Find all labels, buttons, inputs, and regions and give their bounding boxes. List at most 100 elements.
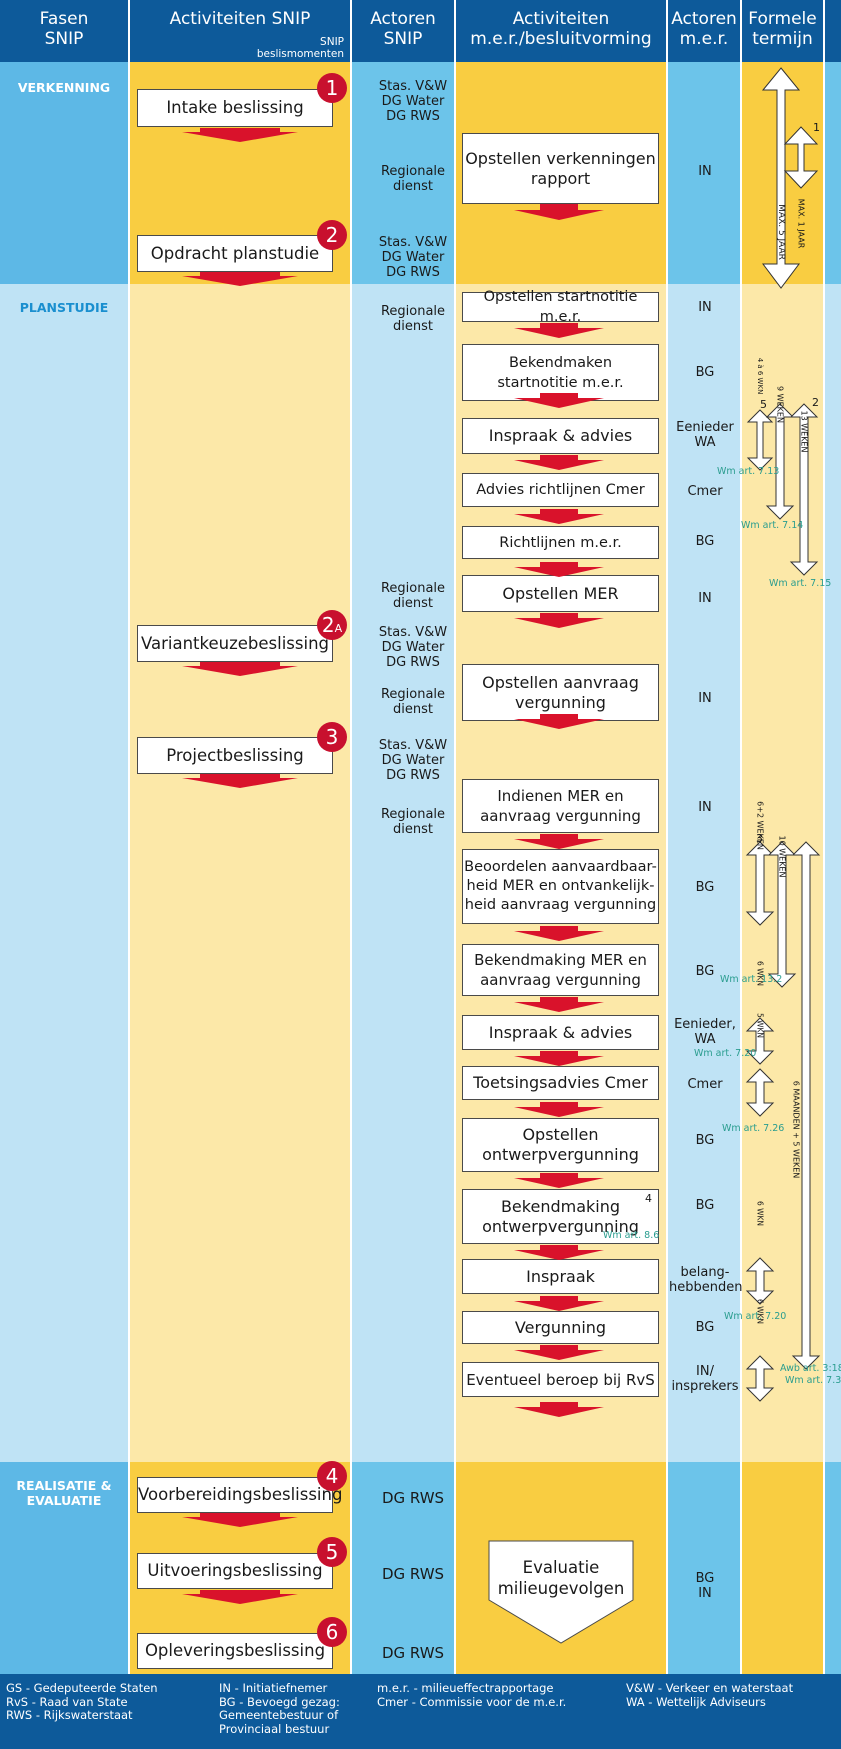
header-fasen: Fasen SNIP [0, 0, 128, 62]
termijn-label-6wkn-b: 6 WKN [755, 1200, 765, 1227]
mer-actor: BG [695, 1198, 715, 1213]
article-ref: Wm art. 8.6 [603, 1230, 660, 1241]
snip-badge-2: 2 [317, 220, 347, 250]
termijn-label-max5: MAX. 5 JAAR [776, 204, 786, 260]
mer-actor: IN [698, 691, 712, 706]
mer-evaluatie-shape [488, 1540, 634, 1644]
bg-actor-mer-planstudie [668, 284, 740, 1462]
phase-planstudie: PLANSTUDIE [19, 300, 109, 315]
mer-actor: BG [695, 964, 715, 979]
phase-verkenning: VERKENNING [17, 80, 111, 95]
mer-arrow [514, 455, 604, 470]
phase-realisatie: REALISATIE & EVALUATIE [16, 1478, 112, 1508]
bg-actor-snip-realisatie [352, 1462, 454, 1674]
termijn-label-6p2: 6+2 WEKEN [755, 801, 765, 850]
mer-opstellen-mer: Opstellen MER [462, 575, 659, 612]
mer-actor: Eenieder, WA [674, 1017, 736, 1047]
snip-badge-2a: 2A [317, 610, 347, 640]
bg-fasen-column [0, 62, 128, 1674]
snip-badge-2a-num: 2 [321, 613, 335, 637]
snip-actor: Stas. V&W DG Water DG RWS [378, 625, 448, 670]
mer-opstellen-verkenningen: Opstellen verkenningen rapport [462, 133, 659, 204]
snip-voorbereidingsbeslissing: Voorbereidingsbeslissing [137, 1477, 342, 1513]
snip-variantkeuzebeslissing: Variantkeuzebeslissing [137, 625, 333, 662]
termijn-label-6m: 6 MAANDEN + 5 WEKEN [791, 1080, 801, 1179]
termijn-arrow-13w [789, 403, 819, 576]
mer-bekendmaking-ontwerpvergunning: Bekendmaking ontwerpvergunning [462, 1189, 659, 1244]
mer-actor: Cmer [687, 1077, 723, 1092]
mer-arrow [514, 509, 604, 524]
mer-arrow [514, 323, 604, 338]
termijn-arrow-5wkn [745, 1068, 775, 1117]
termijn-num-2: 2 [812, 396, 819, 409]
mer-vergunning: Vergunning [462, 1311, 659, 1344]
article-ref: Wm art. 7.13 [717, 466, 780, 477]
article-ref: Wm art. 13.2 [720, 974, 783, 985]
bg-actor-snip-verkenning [352, 62, 454, 284]
snip-opdracht-planstudie: Opdracht planstudie [137, 235, 333, 272]
snip-projectbeslissing: Projectbeslissing [137, 737, 333, 774]
header-divider [128, 0, 130, 1674]
mer-actor: BG [695, 880, 715, 895]
snip-actor: Stas. V&W DG Water DG RWS [378, 79, 448, 124]
mer-arrows [514, 204, 604, 1417]
termijn-num-4: 4 [645, 1192, 652, 1205]
termijn-arrow-6wkn-b [745, 1257, 775, 1305]
header-divider [823, 0, 825, 1674]
snip-actor: Regionale dienst [380, 687, 446, 717]
mer-arrow [514, 204, 604, 220]
termijn-label-5wkn: 5 WKN [755, 1012, 765, 1039]
article-ref: Wm art. 7.20 [724, 1311, 787, 1322]
mer-toetsingsadvies: Toetsingsadvies Cmer [462, 1066, 659, 1100]
termijn-label-4a6: 4 à 6 WKN [756, 357, 764, 395]
termijn-arrow-10w [767, 841, 797, 988]
legend-col-2: IN - Initiatiefnemer BG - Bevoegd gezag:… [219, 1681, 340, 1736]
mer-bekendmaking-mer: Bekendmaking MER en aanvraag vergunning [462, 944, 659, 996]
mer-arrow [514, 562, 604, 577]
snip-arrow [182, 272, 298, 286]
mer-inspraak-advies-2: Inspraak & advies [462, 1015, 659, 1050]
snip-intake-beslissing: Intake beslissing [137, 89, 333, 127]
termijn-arrow-6m [791, 841, 821, 1370]
termijn-arrow-4a6 [746, 409, 774, 471]
mer-richtlijnen: Richtlijnen m.e.r. [462, 526, 659, 559]
mer-arrow [514, 834, 604, 849]
mer-arrow [514, 1102, 604, 1117]
bg-termijn-realisatie [742, 1462, 823, 1674]
mer-arrow [514, 926, 604, 941]
mer-arrow [514, 1051, 604, 1066]
snip-arrow [182, 662, 298, 676]
bg-snip-column [130, 62, 350, 1674]
header-divider [740, 0, 742, 1674]
header-actoren-snip: Actoren SNIP [352, 0, 454, 62]
header-activiteiten-snip: Activiteiten SNIP [130, 0, 350, 62]
snip-arrow [182, 1590, 298, 1604]
mer-actor: BG [695, 534, 715, 549]
mer-inspraak-advies-1: Inspraak & advies [462, 418, 659, 454]
snip-actor: DG RWS [381, 1565, 445, 1583]
snip-uitvoeringsbeslissing: Uitvoeringsbeslissing [137, 1553, 333, 1589]
termijn-label-13w: 13 WEKEN [799, 410, 809, 453]
header-formele-termijn: Formele termijn [742, 0, 823, 62]
termijn-label-9w: 9 WEKEN [775, 386, 785, 423]
mer-actor: IN [698, 800, 712, 815]
snip-actor: Stas. V&W DG Water DG RWS [378, 235, 448, 280]
snip-arrow [182, 1513, 298, 1527]
mer-actor: BG [695, 1133, 715, 1148]
snip-actor: Regionale dienst [380, 304, 446, 334]
mer-actor: belang- hebbenden [669, 1265, 743, 1295]
snip-badge-4: 4 [317, 1461, 347, 1491]
mer-arrow [514, 393, 604, 408]
bg-verkenning-fasen [0, 62, 128, 284]
termijn-arrow-6wkn-a [745, 1017, 775, 1065]
header-activiteiten-mer: Activiteiten m.e.r./besluitvorming [456, 0, 666, 62]
mer-actor: Cmer [687, 484, 723, 499]
article-ref: Wm art. 7.26 [722, 1123, 785, 1134]
snip-arrow [182, 128, 298, 142]
article-ref: Wm art. 7.14 [741, 520, 804, 531]
mer-arrow [514, 1296, 604, 1311]
snip-actor: DG RWS [381, 1489, 445, 1507]
termijn-arrow-6p2 [745, 841, 775, 926]
termijn-label-10w: 10 WEKEN [777, 835, 787, 878]
snip-opleveringsbeslissing: Opleveringsbeslissing [137, 1633, 333, 1669]
